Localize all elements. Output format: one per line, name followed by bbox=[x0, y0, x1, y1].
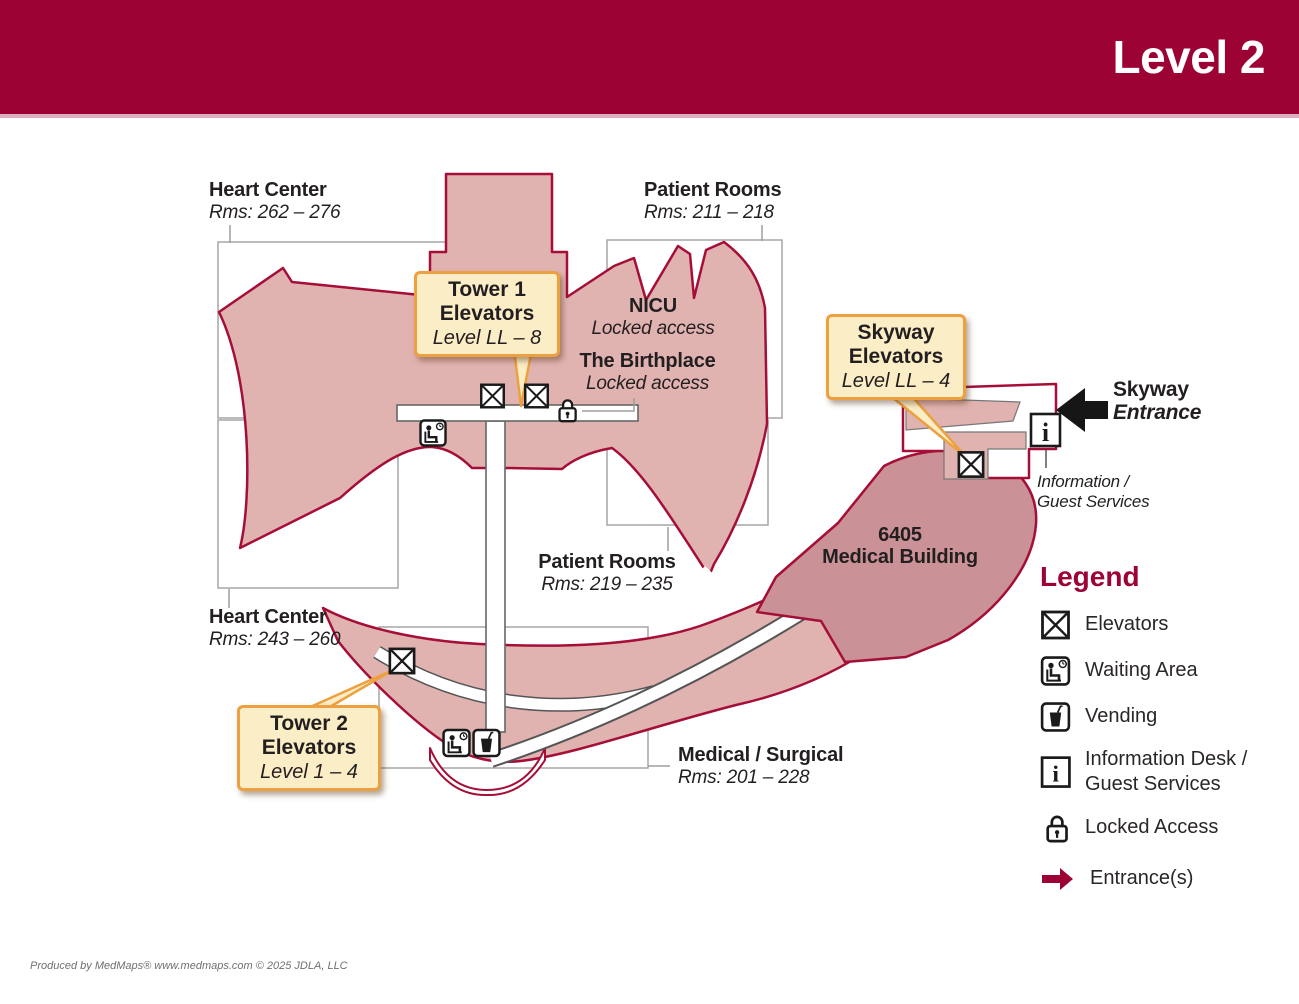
callout-skyway-elevators: Skyway Elevators Level LL – 4 bbox=[826, 314, 966, 400]
entrance-arrow-icon bbox=[1056, 388, 1108, 432]
legend-item-entrances: Entrance(s) bbox=[1040, 863, 1290, 894]
label-heart-center-lower: Heart Center Rms: 243 – 260 bbox=[209, 606, 341, 650]
page-title: Level 2 bbox=[1112, 31, 1266, 83]
label-information-guest-services: Information / Guest Services bbox=[1037, 472, 1150, 511]
legend-item-vending: Vending bbox=[1040, 701, 1290, 732]
elevator-icon bbox=[1040, 610, 1071, 640]
wing-slot-gap bbox=[700, 565, 719, 584]
elevator-icon bbox=[957, 451, 985, 478]
label-medical-surgical: Medical / Surgical Rms: 201 – 228 bbox=[678, 744, 844, 788]
information-desk-icon: i bbox=[1029, 412, 1062, 448]
waiting-area-icon bbox=[419, 419, 447, 447]
label-patient-rooms-lower: Patient Rooms Rms: 219 – 235 bbox=[538, 551, 676, 595]
label-leader-lines bbox=[228, 225, 763, 767]
svg-text:i: i bbox=[1052, 761, 1059, 787]
svg-text:i: i bbox=[1042, 418, 1049, 447]
label-birthplace: The Birthplace Locked access bbox=[579, 350, 716, 394]
callout-tower1-elevators: Tower 1 Elevators Level LL – 8 bbox=[414, 271, 560, 357]
elevator-icon bbox=[388, 647, 416, 675]
entrance-icon bbox=[1042, 867, 1073, 890]
legend-item-waiting-area: Waiting Area bbox=[1040, 655, 1290, 686]
elevator-icon bbox=[523, 383, 550, 409]
label-heart-center-upper: Heart Center Rms: 262 – 276 bbox=[209, 179, 341, 223]
header-bar: Level 2 bbox=[0, 0, 1299, 118]
legend-title: Legend bbox=[1040, 561, 1140, 592]
elevator-icon bbox=[479, 383, 506, 409]
legend-item-information-desk: i Information Desk / Guest Services bbox=[1040, 747, 1290, 797]
waiting-area-icon bbox=[442, 728, 471, 758]
waiting-area-icon bbox=[1040, 656, 1071, 686]
over-leader-lines bbox=[582, 398, 1047, 468]
legend-item-locked-access: Locked Access bbox=[1040, 812, 1290, 843]
locked-access-icon bbox=[1043, 812, 1071, 843]
label-nicu: NICU Locked access bbox=[591, 295, 715, 339]
callout-tower2-elevators: Tower 2 Elevators Level 1 – 4 bbox=[237, 705, 381, 791]
canopy-shape bbox=[429, 747, 546, 797]
label-skyway-entrance: Skyway Entrance bbox=[1113, 378, 1202, 424]
vending-icon bbox=[1040, 702, 1071, 732]
label-patient-rooms-upper: Patient Rooms Rms: 211 – 218 bbox=[644, 179, 782, 223]
vending-icon bbox=[472, 728, 501, 758]
main-building-shape bbox=[217, 172, 769, 578]
straight-corridors bbox=[396, 404, 639, 733]
information-desk-icon: i bbox=[1040, 756, 1071, 788]
legend-item-elevators: Elevators bbox=[1040, 609, 1290, 640]
label-building-6405: 6405 Medical Building bbox=[822, 524, 978, 568]
producer-credit: Produced by MedMaps® www.medmaps.com © 2… bbox=[30, 960, 348, 972]
legend: Legend Elevators Waiting Area Vending i … bbox=[1040, 561, 1290, 909]
